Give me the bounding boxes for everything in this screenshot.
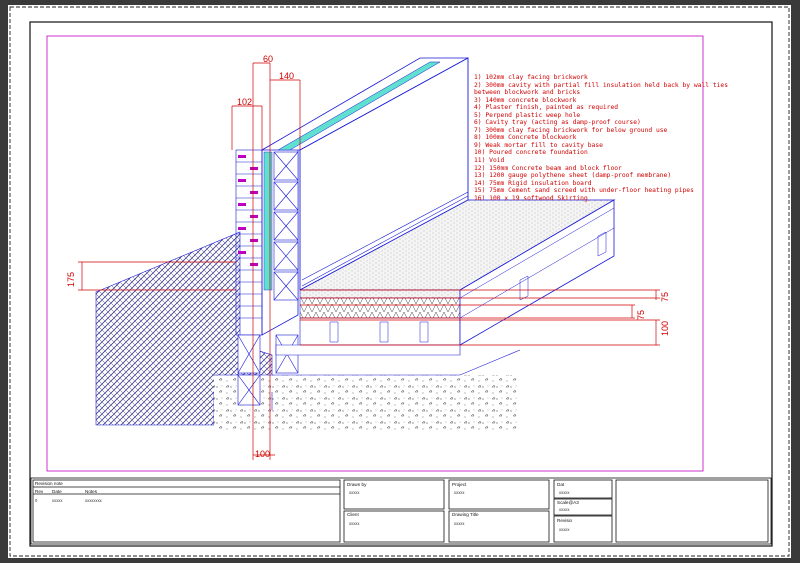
notes-header: Notes xyxy=(85,489,98,494)
drawn-by-label: Drawn by xyxy=(347,482,367,487)
floor-side-face xyxy=(459,199,615,346)
dim-60: 60 xyxy=(263,54,274,64)
drawn-by-value: xxxxx xyxy=(349,490,360,495)
note-item: 4) Plaster finish, painted as required xyxy=(474,104,619,112)
client-label: Client xyxy=(347,512,359,517)
note-item: 1) 102mm clay facing brickwork xyxy=(474,74,588,81)
cavity-insulation xyxy=(263,151,273,291)
note-item: 5) Perpend plastic weep hole xyxy=(474,111,581,119)
inner-frame xyxy=(29,21,773,547)
dim-175: 175 xyxy=(66,271,76,287)
note-item: 3) 140mm concrete blockwork xyxy=(474,96,577,104)
note-item: 9) Weak mortar fill to cavity base xyxy=(474,141,603,149)
note-item: 6) Cavity tray (acting as damp-proof cou… xyxy=(474,119,641,127)
screed-layer xyxy=(299,289,461,299)
dim-75-mid: 75 xyxy=(636,309,646,320)
note-item: 14) 75mm Rigid insulation board xyxy=(474,179,592,187)
title-block xyxy=(30,477,772,545)
date-label: Dat xyxy=(557,482,565,487)
project-label: Project xyxy=(452,482,467,487)
date-value: xxxxx xyxy=(52,498,63,503)
dim-102: 102 xyxy=(237,97,253,107)
project-value: xxxxx xyxy=(454,490,465,495)
note-item: 2) 300mm cavity with partial fill insula… xyxy=(474,81,729,89)
dim-100-bottom: 100 xyxy=(255,449,271,459)
scale-label: Scale@A3 xyxy=(557,500,579,505)
viewport-border xyxy=(46,35,704,472)
dim-75-top: 75 xyxy=(660,291,670,302)
note-item: between blockwork and bricks xyxy=(474,89,581,97)
rev-value: 0 xyxy=(35,498,38,503)
dim-140: 140 xyxy=(279,71,295,81)
specification-notes: 1) 102mm clay facing brickwork 2) 300mm … xyxy=(474,74,734,202)
drawing-title-value: xxxxx xyxy=(454,521,465,526)
note-item: 15) 75mm Cement sand screed with under-f… xyxy=(474,187,694,195)
inner-blockwork xyxy=(273,151,299,301)
note-item: 12) 150mm Concrete beam and block floor xyxy=(474,164,622,172)
dashed-frame xyxy=(9,6,790,557)
note-item: 10) Poured concrete foundation xyxy=(474,149,588,157)
revision-label: Revisio xyxy=(557,518,573,523)
insulation-strip-top xyxy=(277,61,441,151)
dim-100-right: 100 xyxy=(660,320,670,336)
drawing-title-label: Drawing Title xyxy=(452,512,479,517)
insulation-board xyxy=(299,297,461,319)
note-item: 16) 100 x 19 softwood Skirting xyxy=(474,194,588,202)
revision-value: xxxxx xyxy=(559,527,570,532)
note-item: 13) 1200 gauge polythene sheet (damp-pro… xyxy=(474,172,672,180)
dimension-lines xyxy=(78,62,660,460)
revision-note-label: Revision note xyxy=(35,481,63,486)
note-item: 8) 100mm Concrete blockwork xyxy=(474,134,577,142)
date-header: Date xyxy=(52,489,62,494)
date-label-value: xxxxx xyxy=(559,490,570,495)
scale-value: xxxxx xyxy=(559,507,570,512)
rev-header: Rev xyxy=(35,489,44,494)
note-item: 11) Void xyxy=(474,157,505,165)
note-item: 7) 300mm clay facing brickwork for below… xyxy=(474,126,668,134)
client-value: xxxxx xyxy=(349,521,360,526)
notes-value: xxxxxxxx xyxy=(85,498,102,503)
gravel-fill xyxy=(214,375,520,430)
